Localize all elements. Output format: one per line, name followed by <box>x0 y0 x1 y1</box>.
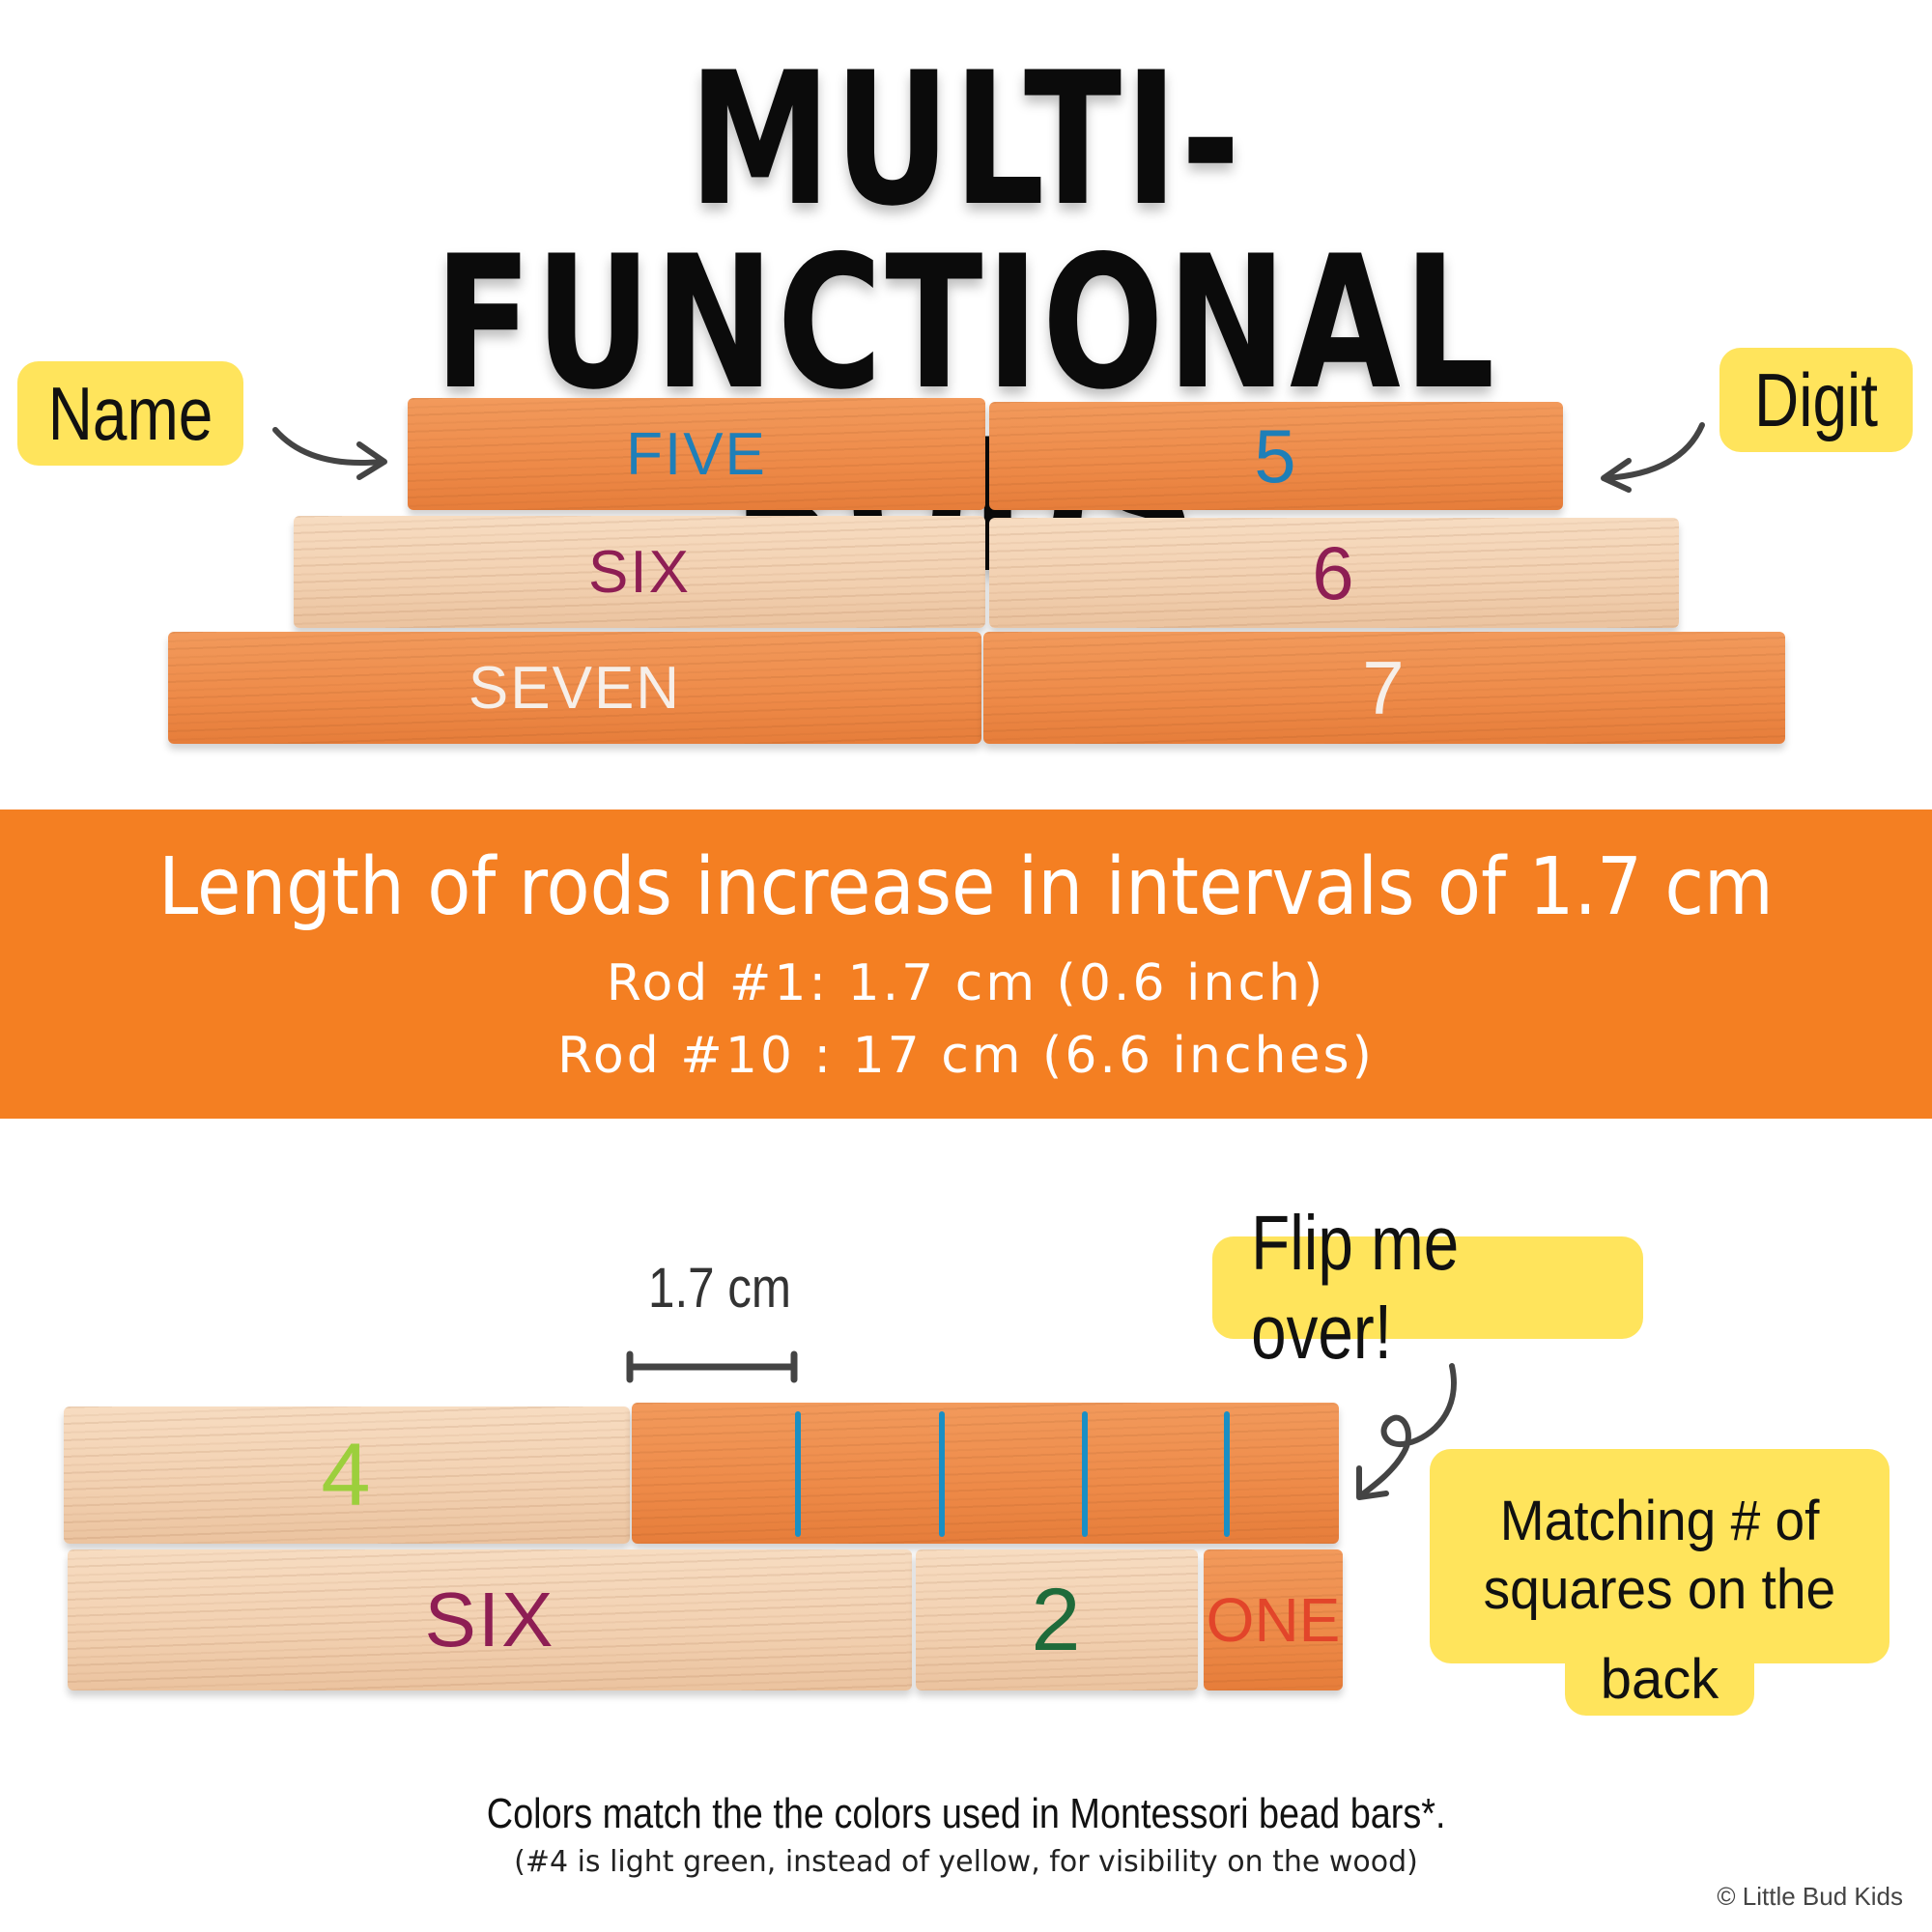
rod-five-digit-text: 5 <box>1254 412 1298 498</box>
rod-five-name: FIVE <box>408 398 985 510</box>
name-label-text: Name <box>47 370 213 456</box>
footer-green-note: (#4 is light green, instead of yellow, f… <box>514 1845 1418 1879</box>
rod-seven-name-text: SEVEN <box>468 654 682 722</box>
arrow-to-name-icon <box>272 427 387 480</box>
arrow-to-digit-icon <box>1601 422 1705 493</box>
rod-four: 4 <box>64 1406 630 1544</box>
rod-two-digit: 2 <box>1031 1570 1083 1669</box>
rod-one-length: Rod #1: 1.7 cm (0.6 inch) <box>606 954 1326 1012</box>
square-mark-2 <box>939 1411 945 1537</box>
flip-me-over-label: Flip me over! <box>1212 1200 1643 1375</box>
matching-squares-label: Matching # of squares on the <box>1430 1449 1889 1663</box>
matching-line-1: Matching # of <box>1499 1490 1820 1553</box>
length-info-band: Length of rods increase in intervals of … <box>0 810 1932 1119</box>
digit-label: Digit <box>1719 348 1913 452</box>
name-label: Name <box>17 361 243 466</box>
rod-six-digit-text: 6 <box>1312 529 1356 615</box>
rod-one: ONE <box>1204 1549 1343 1690</box>
rod-four-digit: 4 <box>321 1425 373 1524</box>
flip-me-over-text: Flip me over! <box>1251 1200 1460 1375</box>
measure-label: 1.7 cm <box>648 1257 791 1320</box>
matching-squares-label-tail: back <box>1565 1642 1754 1716</box>
copyright-credit: © Little Bud Kids <box>1717 1882 1903 1911</box>
square-mark-3 <box>1082 1411 1088 1537</box>
matching-line-2: squares on the <box>1483 1558 1836 1621</box>
rod-five-name-text: FIVE <box>626 420 767 488</box>
rod-seven-name: SEVEN <box>168 632 981 744</box>
rod-five-digit: 5 <box>989 402 1563 510</box>
rod-six-name: SIX <box>294 516 985 628</box>
rod-flipped-squares <box>632 1403 1339 1544</box>
footer-colors-note-text: Colors match the the colors used in Mont… <box>486 1790 1446 1837</box>
rod-two: 2 <box>916 1549 1198 1690</box>
rod-six-digit: 6 <box>989 518 1679 628</box>
rod-six-bottom: SIX <box>68 1549 912 1690</box>
rod-seven-digit-text: 7 <box>1362 644 1406 730</box>
rod-six-bottom-text: SIX <box>424 1577 555 1662</box>
footer-colors-note: Colors match the the colors used in Mont… <box>0 1790 1932 1838</box>
square-mark-4 <box>1224 1411 1230 1537</box>
curly-arrow-icon <box>1356 1363 1457 1500</box>
square-mark-1 <box>795 1411 801 1537</box>
length-heading: Length of rods increase in intervals of … <box>158 841 1774 933</box>
matching-line-3: back <box>1600 1647 1719 1711</box>
digit-label-text: Digit <box>1754 356 1878 442</box>
rod-one-text: ONE <box>1206 1585 1341 1655</box>
rod-seven-digit: 7 <box>983 632 1785 744</box>
rod-ten-length: Rod #10 : 17 cm (6.6 inches) <box>557 1027 1375 1085</box>
measure-bracket-icon <box>626 1350 798 1383</box>
rod-six-name-text: SIX <box>588 538 691 606</box>
